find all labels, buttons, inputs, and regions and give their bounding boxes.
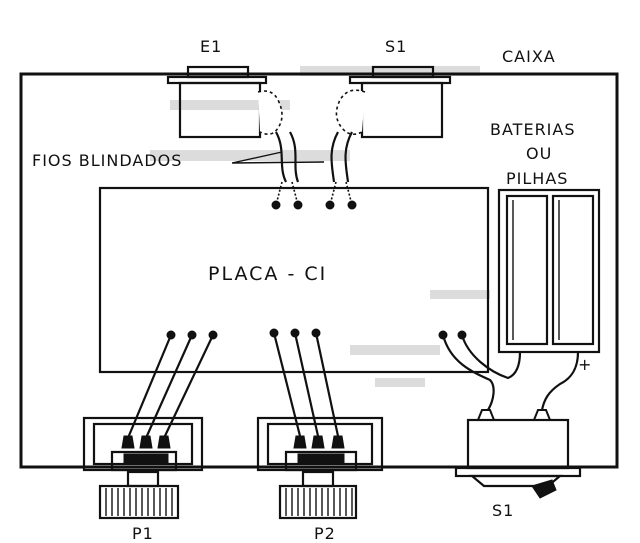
circuit-board (98, 186, 490, 374)
knob-p2 (278, 484, 358, 520)
label-p1: P1 (132, 524, 154, 539)
label-placa-ci: PLACA - CI (208, 263, 327, 285)
label-s1-bottom: S1 (492, 501, 514, 520)
knob-p1 (98, 484, 180, 520)
label-baterias: BATERIAS (490, 120, 576, 139)
potentiometer-p2 (256, 416, 384, 520)
leader-fios-blindados (231, 151, 325, 164)
show-through-background (150, 66, 490, 387)
enclosure-box (19, 72, 619, 469)
label-fios-blindados: FIOS BLINDADOS (32, 151, 182, 170)
label-s1-top: S1 (385, 37, 407, 56)
wires-p2 (272, 332, 340, 437)
potentiometer-p1 (82, 416, 204, 520)
wires-s1 (441, 334, 580, 411)
label-e1: E1 (200, 37, 222, 56)
jack-e1 (166, 65, 283, 139)
label-plus: + (578, 355, 592, 374)
label-ou: OU (526, 144, 552, 163)
switch-s1 (454, 409, 582, 499)
shielded-cables (271, 131, 357, 210)
label-caixa: CAIXA (502, 47, 556, 66)
battery-holder (497, 188, 601, 354)
wires-p1 (126, 334, 214, 439)
label-p2: P2 (314, 524, 336, 539)
label-pilhas: PILHAS (506, 169, 568, 188)
jack-s1-top (335, 65, 452, 139)
